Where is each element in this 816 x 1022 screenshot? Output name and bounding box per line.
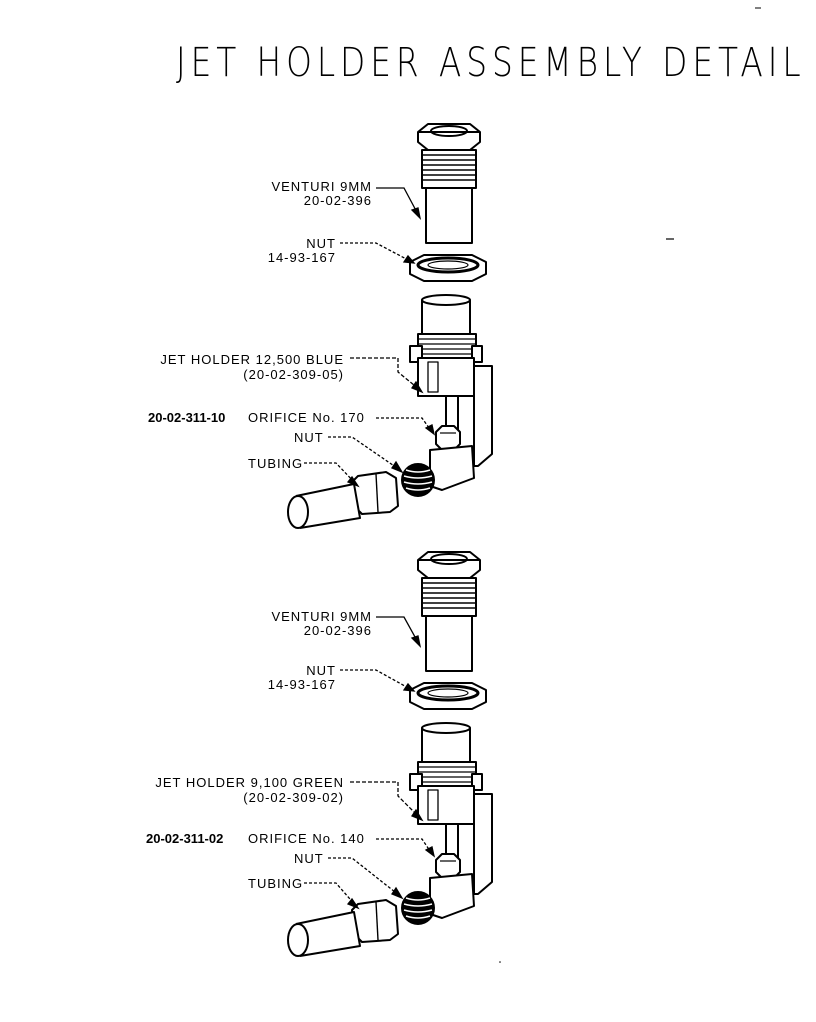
tubing-label-2: TUBING	[248, 876, 304, 891]
venturi-label-2: VENTURI 9MM	[271, 609, 372, 624]
jet-holder-part-1: (20-02-309-05)	[243, 367, 344, 382]
orifice-part-1: 20-02-311-10	[148, 410, 226, 425]
nut-part-2: 14-93-167	[267, 677, 336, 692]
nut-label-2: NUT	[306, 663, 336, 678]
orifice-label-2: ORIFICE No. 140	[248, 831, 365, 846]
nut2-label-2: NUT	[294, 851, 324, 866]
assembly-2-drawing	[286, 550, 494, 958]
venturi-label-1: VENTURI 9MM	[271, 179, 372, 194]
nut-part-1: 14-93-167	[267, 250, 336, 265]
leader-lines-1	[304, 187, 436, 488]
orifice-label-1: ORIFICE No. 170	[248, 410, 365, 425]
jet-holder-part-2: (20-02-309-02)	[243, 790, 344, 805]
jet-holder-label-1: JET HOLDER 12,500 BLUE	[160, 352, 344, 367]
leader-lines-2	[304, 616, 436, 910]
venturi-part-2: 20-02-396	[303, 623, 372, 638]
venturi-part-1: 20-02-396	[303, 193, 372, 208]
nut-label-1: NUT	[306, 236, 336, 251]
nut2-label-1: NUT	[294, 430, 324, 445]
tubing-label-1: TUBING	[248, 456, 304, 471]
orifice-part-2: 20-02-311-02	[146, 831, 224, 846]
assembly-1-drawing	[286, 122, 494, 530]
jet-holder-label-2: JET HOLDER 9,100 GREEN	[155, 775, 344, 790]
